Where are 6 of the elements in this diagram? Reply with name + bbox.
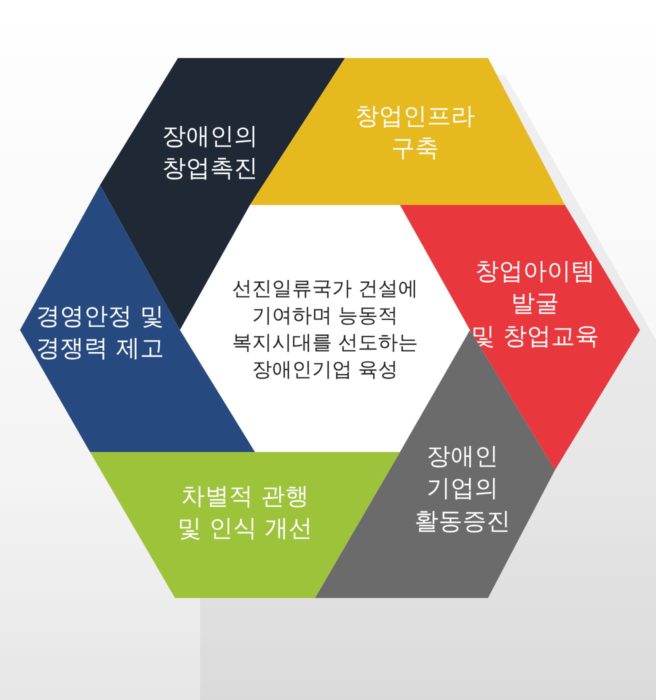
center-text: 선진일류국가 건설에 기여하며 능동적 복지시대를 선도하는 장애인기업 육성	[230, 275, 420, 383]
segment-label: 경영안정 및 경쟁력 제고	[35, 301, 165, 364]
segment-label: 창업인프라 구축	[354, 101, 476, 164]
segment-label: 차별적 관행 및 인식 개선	[176, 481, 314, 544]
segment-label: 장애인 기업의 활동증진	[414, 441, 512, 537]
segment-label: 장애인의 창업촉진	[161, 121, 259, 184]
